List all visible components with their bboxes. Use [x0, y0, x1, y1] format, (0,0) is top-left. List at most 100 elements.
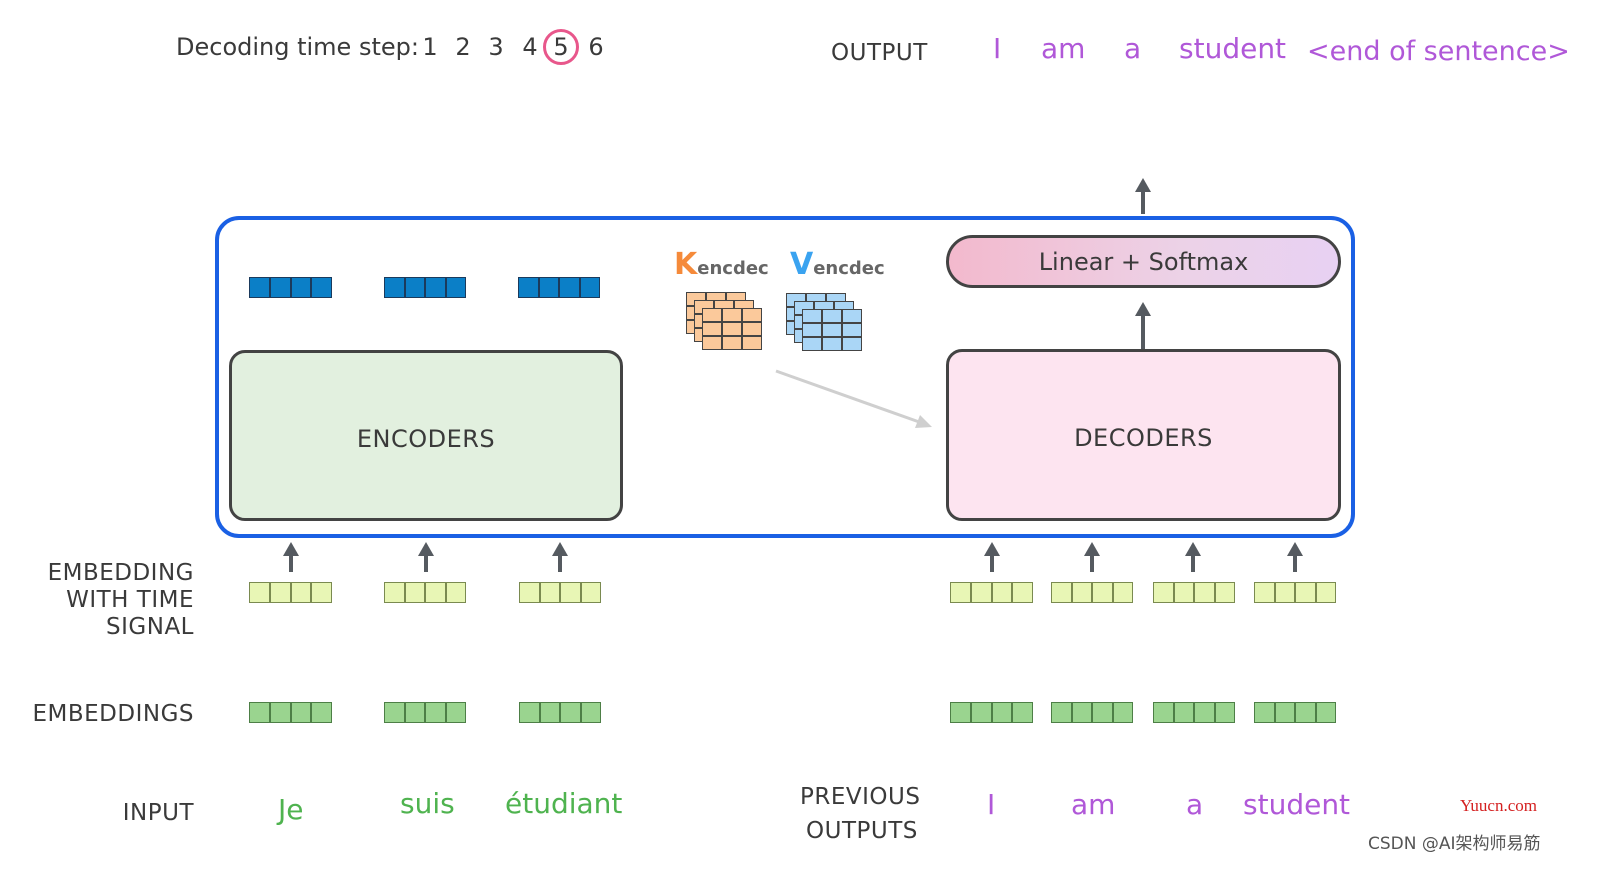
decoders-label: DECODERS [1074, 424, 1213, 452]
v-encdec-label: Vencdec [790, 247, 885, 282]
output-label: OUTPUT [831, 40, 928, 66]
time-embedding-vector [950, 582, 1033, 603]
output-word-end: <end of sentence> [1307, 36, 1570, 67]
matrix-cell [742, 322, 762, 336]
matrix-cell [742, 336, 762, 350]
vector-cell [311, 582, 332, 603]
vector-cell [560, 582, 581, 603]
v-subscript: encdec [813, 258, 885, 279]
vector-cell [1254, 582, 1275, 603]
decoder-input-arrow [1293, 555, 1297, 572]
vector-cell [249, 702, 270, 723]
matrix-cell [742, 308, 762, 322]
step-number: 4 [522, 33, 538, 61]
output-word: am [1041, 32, 1086, 65]
embedding-vector [1254, 702, 1336, 723]
vector-cell [518, 277, 539, 298]
vector-cell [538, 277, 559, 298]
step-number: 1 [422, 33, 438, 61]
linear-softmax-label: Linear + Softmax [1038, 247, 1249, 276]
vector-cell [1051, 582, 1072, 603]
vector-cell [1012, 582, 1033, 603]
vector-cell [539, 582, 560, 603]
vector-cell [425, 582, 446, 603]
vector-cell [1173, 582, 1194, 603]
k-matrix-front [702, 308, 762, 350]
time-embedding-vector [384, 582, 466, 603]
matrix-cell [842, 323, 862, 337]
output-arrow-head [1135, 178, 1151, 192]
vector-cell [445, 277, 466, 298]
decoder-input-arrow-head [1185, 542, 1201, 556]
decoder-input-arrow [990, 555, 994, 572]
input-word: suis [400, 787, 455, 820]
transformer-frame [215, 216, 1355, 538]
vector-cell [404, 582, 425, 603]
k-subscript: encdec [697, 258, 769, 279]
embedding-vector [1051, 702, 1133, 723]
embedding-time-label-line1: EMBEDDING [47, 560, 194, 586]
vector-cell [1295, 702, 1316, 723]
vector-cell [1214, 702, 1235, 723]
embedding-vector [950, 702, 1033, 723]
vector-cell [950, 702, 971, 723]
previous-output-word: a [1186, 788, 1204, 821]
matrix-cell [702, 308, 722, 322]
vector-cell [269, 702, 291, 723]
vector-cell [1153, 582, 1174, 603]
vector-cell [249, 582, 270, 603]
encoders-label: ENCODERS [356, 425, 496, 453]
vector-cell [579, 277, 600, 298]
matrix-cell [842, 309, 862, 323]
vector-cell [384, 582, 405, 603]
vector-cell [1194, 582, 1215, 603]
vector-cell [311, 702, 332, 723]
encoders-block: ENCODERS [229, 350, 623, 521]
step-number: 6 [588, 33, 604, 61]
previous-output-word: student [1243, 788, 1351, 821]
vector-cell [1295, 582, 1316, 603]
embedding-vector [384, 702, 466, 723]
previous-output-word: am [1071, 788, 1116, 821]
kv-to-decoder-arrow [775, 369, 932, 428]
vector-cell [1092, 702, 1113, 723]
decoder-input-arrow [1191, 555, 1195, 572]
vector-cell [1214, 582, 1235, 603]
decoder-input-arrow-head [1287, 542, 1303, 556]
embedding-time-label-line2: WITH TIME [66, 587, 194, 613]
previous-outputs-label-line2: OUTPUTS [806, 818, 918, 844]
vector-cell [1012, 702, 1033, 723]
vector-cell [580, 582, 601, 603]
vector-cell [1071, 582, 1092, 603]
encoder-input-arrow [558, 555, 562, 572]
encoder-input-arrow [289, 555, 293, 572]
current-step-highlight [543, 29, 579, 65]
vector-cell [950, 582, 971, 603]
matrix-cell [722, 322, 742, 336]
vector-cell [1092, 582, 1113, 603]
vector-cell [290, 702, 312, 723]
embedding-time-label-line3: SIGNAL [106, 614, 194, 640]
vector-cell [1194, 702, 1215, 723]
time-embedding-vector [1254, 582, 1336, 603]
matrix-cell [722, 308, 742, 322]
matrix-cell [702, 336, 722, 350]
vector-cell [269, 582, 291, 603]
input-word: Je [278, 793, 304, 826]
matrix-cell [702, 322, 722, 336]
vector-cell [1315, 702, 1336, 723]
embedding-vector [519, 702, 601, 723]
vector-cell [539, 702, 560, 723]
encoder-output-vector [384, 277, 466, 298]
vector-cell [404, 702, 425, 723]
time-embedding-vector [1051, 582, 1133, 603]
matrix-cell [722, 336, 742, 350]
step-number-current: 5 [553, 33, 569, 61]
vector-cell [1254, 702, 1275, 723]
embeddings-label: EMBEDDINGS [32, 701, 194, 727]
decoding-step-label: Decoding time step: [176, 33, 419, 61]
linear-softmax-block: Linear + Softmax [946, 235, 1341, 288]
encoder-input-arrow-head [283, 542, 299, 556]
output-word: I [993, 32, 1002, 65]
encoder-input-arrow [424, 555, 428, 572]
